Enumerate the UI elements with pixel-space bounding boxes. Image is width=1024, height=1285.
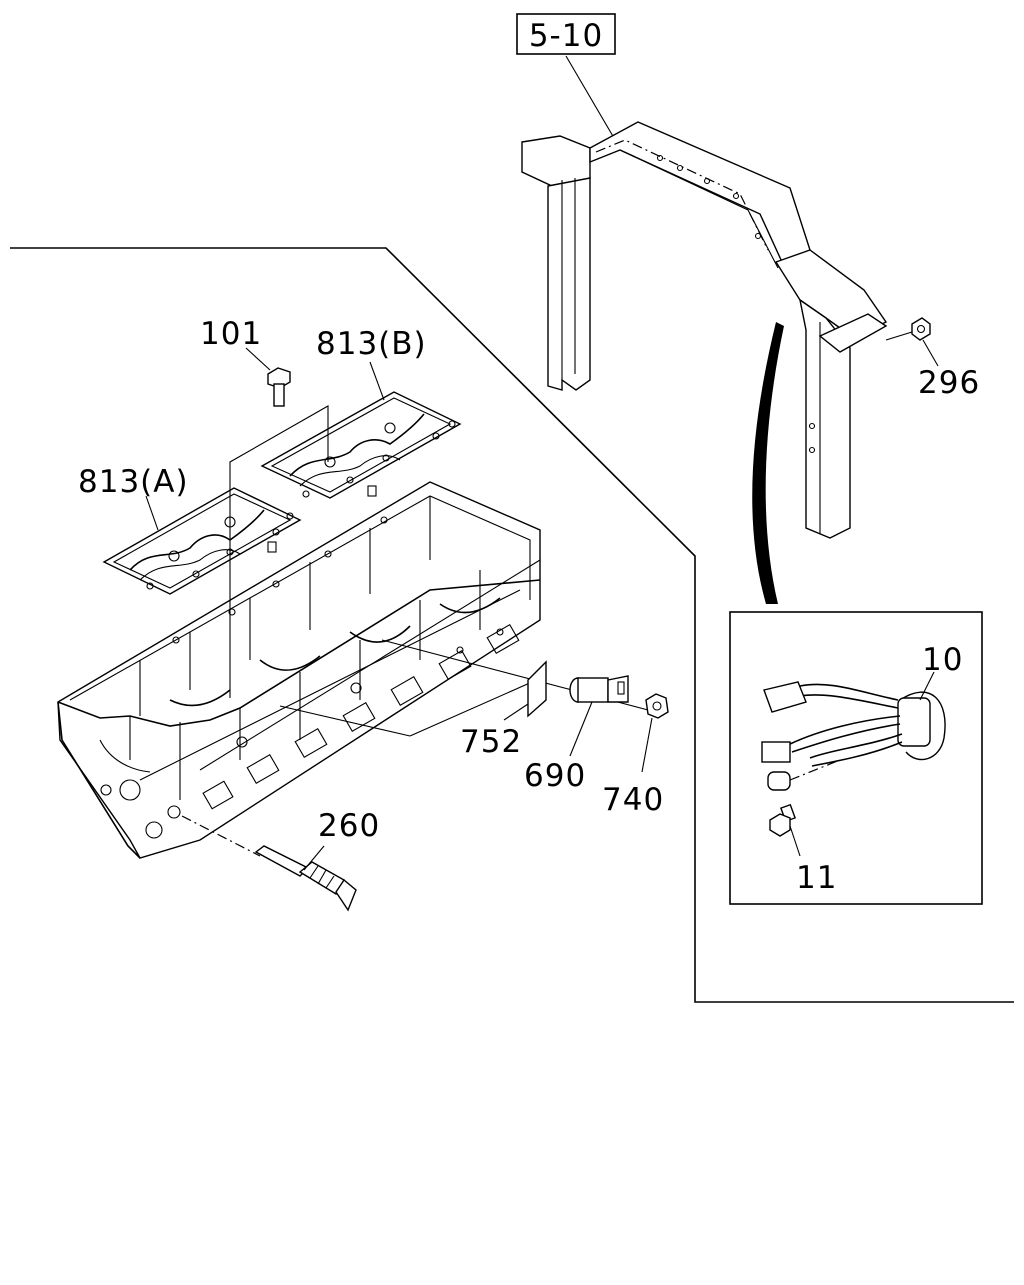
reference-box-frame [516,13,616,55]
cylinder-head [57,481,541,859]
reference-box[interactable]: 5-10 [516,13,616,55]
leader-11 [789,825,801,857]
leader-260 [303,845,325,871]
leader-690 [569,701,593,757]
leader-296-dash [885,331,913,341]
label-11: 11 [796,860,837,896]
sensor-260-axis [181,815,261,857]
nut-740[interactable] [645,693,669,719]
sensor-axis-join [409,681,533,737]
solenoid-valve[interactable] [761,681,946,791]
sensor-690[interactable] [569,675,629,703]
bolt-101[interactable] [267,367,291,407]
label-813a: 813(A) [78,464,189,500]
leader-813a [145,495,159,531]
leader-296 [922,339,939,367]
sensor-260[interactable] [254,845,357,912]
label-752: 752 [460,724,522,760]
gasket-813b[interactable] [260,391,462,499]
label-260: 260 [318,808,380,844]
detail-arrow [752,322,784,604]
label-813b: 813(B) [316,326,427,362]
label-296: 296 [918,365,980,401]
detail-box [729,611,983,905]
section-boundary [10,247,1014,1003]
leader-reference [565,55,615,139]
label-690: 690 [524,758,586,794]
label-740: 740 [602,782,664,818]
leader-813b [369,361,385,401]
leader-740 [641,717,653,773]
harness-bracket [521,121,888,539]
leader-752 [503,703,529,721]
gasket-752[interactable] [527,660,547,718]
nut-296[interactable] [911,317,931,341]
sensor-axis-lower [279,705,411,737]
bolt-101-guide [229,405,329,698]
label-101: 101 [200,316,262,352]
leader-101 [245,347,271,371]
screw-11[interactable] [769,803,796,837]
label-10: 10 [922,642,963,678]
reference-box-label: 5-10 [529,18,603,54]
leader-10 [919,671,935,701]
gasket-813a[interactable] [102,487,302,595]
